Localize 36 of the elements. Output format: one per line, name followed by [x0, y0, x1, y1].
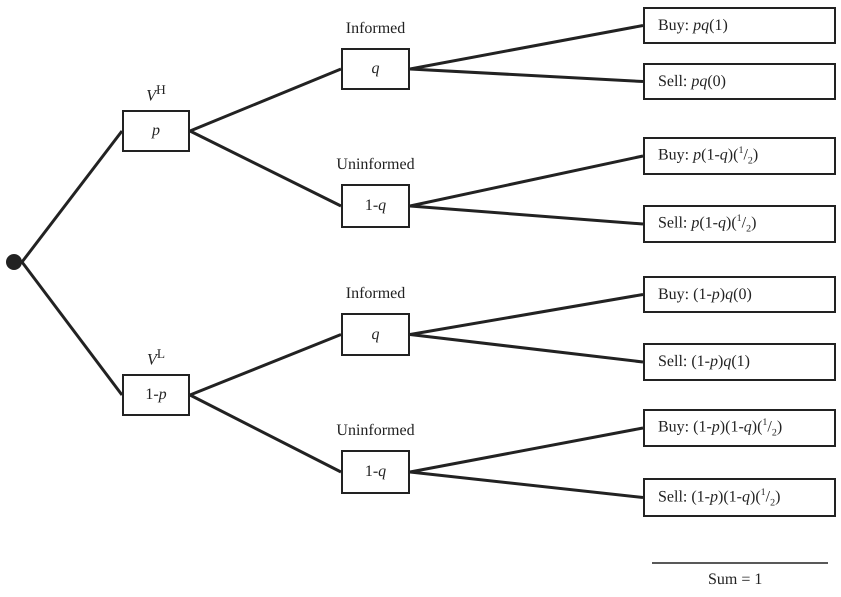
branch-line	[410, 154, 644, 208]
probability-box: p	[122, 110, 190, 152]
branch-heading: V$^{H}$	[145, 82, 167, 106]
branch-heading: Informed	[344, 285, 406, 303]
branch-line	[410, 24, 644, 70]
outcome-box: Sell: (1-p)(1-q)($^{1}$/$_{2}$)	[643, 478, 836, 517]
branch-heading: Uninformed	[335, 156, 416, 174]
probability-box: 1-q	[341, 184, 410, 228]
branch-line	[410, 293, 644, 336]
sum-label: Sum = 1	[708, 571, 762, 589]
probability-box: q	[341, 48, 410, 90]
outcome-box: Sell: (1-p)q(1)	[643, 343, 836, 381]
outcome-box: Buy: p(1-q)($^{1}$/$_{2}$)	[643, 137, 836, 175]
branch-line	[410, 204, 644, 226]
branch-heading: V$^{L}$	[146, 346, 166, 370]
branch-line	[410, 68, 644, 83]
branch-heading: Informed	[344, 20, 406, 38]
probability-box: q	[341, 313, 410, 356]
branch-line	[189, 68, 342, 132]
outcome-box: Sell: p(1-q)($^{1}$/$_{2}$)	[643, 205, 836, 243]
outcome-box: Buy: (1-p)q(0)	[643, 276, 836, 313]
outcome-box: Sell: pq(0)	[643, 63, 836, 100]
branch-line	[410, 426, 644, 474]
outcome-box: Buy: pq(1)	[643, 7, 836, 44]
branch-heading: Uninformed	[335, 422, 416, 440]
branch-line	[410, 333, 644, 364]
root-dot	[6, 254, 22, 270]
outcome-box: Buy: (1-p)(1-q)($^{1}$/$_{2}$)	[643, 409, 836, 447]
branch-line	[189, 130, 342, 208]
branch-line	[20, 130, 124, 263]
branch-line	[20, 261, 124, 396]
branch-line	[189, 333, 342, 396]
probability-box: 1-q	[341, 450, 410, 494]
branch-line	[410, 470, 644, 499]
probability-box: 1-p	[122, 374, 190, 416]
branch-line	[189, 394, 342, 474]
